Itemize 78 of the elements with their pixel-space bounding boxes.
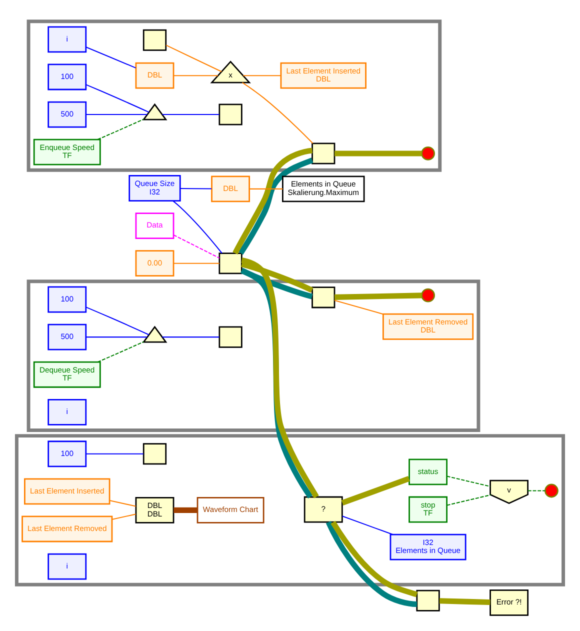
node-box: status xyxy=(408,458,448,486)
connector xyxy=(232,148,313,254)
connector xyxy=(174,262,220,264)
node-box: I32 Elements in Queue xyxy=(390,534,466,560)
node-circle xyxy=(421,146,435,160)
connector xyxy=(97,341,144,363)
node-box xyxy=(218,326,242,348)
node-box: DBL xyxy=(211,176,250,202)
node-box: i xyxy=(48,398,87,426)
node-box: ? xyxy=(304,496,343,523)
node-box: Last Element Removed xyxy=(22,516,113,542)
connector xyxy=(166,44,222,72)
connector xyxy=(243,75,281,76)
connector xyxy=(446,476,490,487)
connector xyxy=(86,453,144,454)
connector xyxy=(241,261,314,293)
connector xyxy=(112,514,136,520)
node-box: i xyxy=(48,26,87,53)
node-box: Enqueue Speed TF xyxy=(33,138,101,166)
node-box: 100 xyxy=(48,440,87,468)
node-box xyxy=(218,252,242,274)
node-box: 100 xyxy=(48,286,87,313)
connector xyxy=(180,188,212,190)
cluster xyxy=(26,20,442,172)
node-box xyxy=(142,443,167,465)
connector xyxy=(342,516,393,535)
node-box: Queue Size I32 xyxy=(128,175,181,202)
connector xyxy=(86,114,148,116)
node-circle xyxy=(544,484,558,498)
connector xyxy=(97,118,144,140)
connector xyxy=(528,490,546,492)
connector xyxy=(173,234,220,259)
node-box xyxy=(312,142,336,164)
connector xyxy=(330,520,418,598)
node-box: Error ?! xyxy=(490,589,529,616)
node-circle xyxy=(421,288,435,302)
node-box: stop TF xyxy=(408,496,448,523)
node-box: i xyxy=(48,553,87,580)
connector xyxy=(86,84,150,113)
connector xyxy=(240,268,313,300)
node-box: 0.00 xyxy=(135,250,174,277)
node-box: Elements in Queue Skalierung.Maximum xyxy=(282,176,365,202)
connector xyxy=(86,46,136,68)
connector xyxy=(250,188,283,190)
node-box: Waveform Chart xyxy=(196,497,264,524)
connector xyxy=(172,200,222,254)
node-triangle xyxy=(142,326,168,343)
connector xyxy=(162,336,220,338)
connector xyxy=(326,520,418,608)
node-box: 500 xyxy=(48,101,87,128)
connector xyxy=(238,158,314,255)
connector xyxy=(110,500,136,507)
connector xyxy=(242,82,314,144)
connector xyxy=(174,75,218,76)
connector xyxy=(162,114,220,116)
node-box: Data xyxy=(135,212,174,239)
connector xyxy=(334,300,384,315)
connector xyxy=(86,336,148,338)
node-box: Dequeue Speed TF xyxy=(33,361,101,388)
connector xyxy=(334,150,422,156)
connector xyxy=(341,476,410,506)
node-box: 500 xyxy=(48,324,87,350)
node-box xyxy=(218,104,242,126)
node-box: Last Element Removed DBL xyxy=(382,313,474,340)
node-box: Last Element Inserted DBL xyxy=(280,62,366,89)
node-box: Last Element Inserted xyxy=(24,478,110,505)
cluster xyxy=(14,434,566,586)
node-box xyxy=(312,286,336,308)
connector xyxy=(86,306,150,336)
node-triangle xyxy=(142,103,168,120)
node-box: DBL xyxy=(135,62,174,89)
connector xyxy=(446,494,491,506)
cluster xyxy=(26,280,480,432)
node-box xyxy=(142,29,167,51)
node-box: DBL DBL xyxy=(135,497,174,524)
connector xyxy=(174,507,198,513)
node-box: 100 xyxy=(48,64,87,90)
node-box xyxy=(416,590,440,612)
